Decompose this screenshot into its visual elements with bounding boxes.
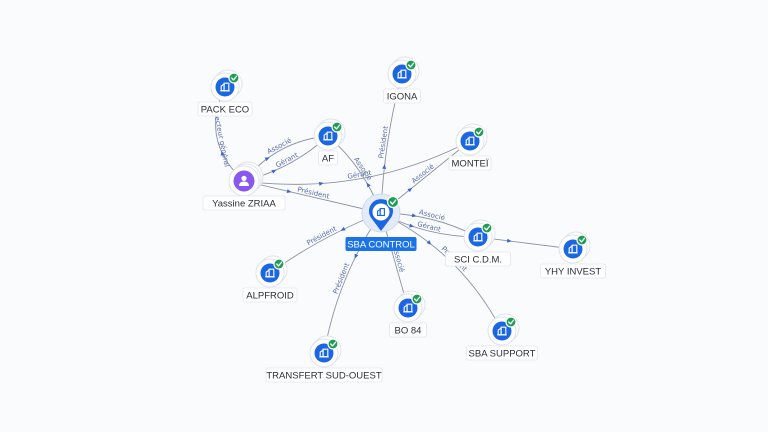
company-dot xyxy=(318,126,338,146)
building-icon xyxy=(323,131,333,141)
edge-line xyxy=(243,140,471,185)
edge-arrow xyxy=(354,253,359,259)
node-label: SBA SUPPORT xyxy=(466,345,538,361)
verified-check-icon xyxy=(327,338,339,350)
edge-arrow xyxy=(366,182,371,188)
node-label: Yassine ZRIAA xyxy=(202,195,286,211)
building-icon xyxy=(397,69,407,79)
node-label-text: YHY INVEST xyxy=(545,266,602,277)
graph-node-transfert-sud-ouest[interactable]: TRANSFERT SUD-OUEST xyxy=(265,335,383,383)
graph-node-sba-support[interactable]: SBA SUPPORT xyxy=(466,313,538,361)
node-label: SCI C.D.M. xyxy=(445,251,511,267)
company-dot xyxy=(468,227,488,247)
building-icon xyxy=(319,348,329,358)
building-icon xyxy=(465,136,475,146)
graph-node-alpfroid[interactable]: ALPFROID xyxy=(242,255,298,303)
company-dot xyxy=(460,131,480,151)
verified-check-icon xyxy=(405,59,417,71)
node-label-text: AF xyxy=(322,153,334,164)
graph-node-montei[interactable]: MONTEÏ xyxy=(448,123,492,171)
node-label-text: SBA SUPPORT xyxy=(469,348,536,359)
node-label: PACK ECO xyxy=(197,101,253,117)
verified-check-icon xyxy=(386,195,400,209)
edge-arrow xyxy=(426,240,432,245)
node-label: TRANSFERT SUD-OUEST xyxy=(265,367,383,383)
edge-label-associ: Associé xyxy=(410,162,436,185)
verified-check-icon xyxy=(331,121,343,133)
building-icon xyxy=(403,303,413,313)
verified-check-icon xyxy=(481,222,493,234)
node-label-text: ALPFROID xyxy=(246,290,294,301)
edge-arrow xyxy=(382,164,387,170)
company-dot xyxy=(392,64,412,84)
center-node-label: SBA CONTROL xyxy=(345,237,417,251)
edge-arrow xyxy=(318,181,324,186)
graph-node-center[interactable]: SBA CONTROL xyxy=(345,193,417,251)
graph-node-bo-84[interactable]: BO 84 xyxy=(389,290,427,338)
edge-arrow xyxy=(411,213,417,218)
verified-check-icon xyxy=(411,293,423,305)
company-dot xyxy=(215,77,235,97)
edge-arrow xyxy=(340,226,346,231)
company-dot xyxy=(492,321,512,341)
node-label-text: MONTEÏ xyxy=(452,158,489,169)
edge-arrow xyxy=(271,169,277,174)
node-label: IGONA xyxy=(383,88,421,104)
verified-check-icon xyxy=(505,316,517,328)
verified-check-icon xyxy=(273,258,285,270)
edge-arrow xyxy=(220,150,225,156)
building-icon xyxy=(568,244,578,254)
verified-check-icon xyxy=(576,234,588,246)
edge-label-g-rant: Gérant xyxy=(416,220,442,234)
node-label: YHY INVEST xyxy=(540,263,606,279)
building-icon xyxy=(265,268,275,278)
company-dot xyxy=(260,263,280,283)
node-label-text: PACK ECO xyxy=(201,104,249,115)
edge-label-pr-sident: Président xyxy=(305,225,338,248)
node-label: AF xyxy=(318,150,338,166)
edge-label-pr-sident: Président xyxy=(297,185,331,200)
edge-arrow xyxy=(407,187,413,193)
building-icon xyxy=(497,326,507,336)
node-label: ALPFROID xyxy=(242,287,298,303)
graph-node-yhy-invest[interactable]: YHY INVEST xyxy=(540,231,606,279)
person-icon xyxy=(239,175,249,186)
node-label-text: SBA CONTROL xyxy=(347,239,415,250)
verified-check-icon xyxy=(228,72,240,84)
verified-check-icon xyxy=(473,126,485,138)
graph-node-igona[interactable]: IGONA xyxy=(383,56,421,104)
node-label-text: IGONA xyxy=(387,91,418,102)
edge-arrow xyxy=(506,238,512,243)
company-dot xyxy=(314,343,334,363)
edge-yassine-zriaa-to-montei: Gérant xyxy=(243,140,471,186)
graph-node-af[interactable]: AF xyxy=(313,118,346,166)
graph-node-yassine-zriaa[interactable]: Yassine ZRIAA xyxy=(202,161,286,211)
node-label-text: BO 84 xyxy=(395,325,422,336)
company-dot xyxy=(398,298,418,318)
edge-arrow xyxy=(286,189,292,194)
building-icon xyxy=(377,208,385,216)
company-dot xyxy=(563,239,583,259)
node-label: MONTEÏ xyxy=(448,155,492,171)
graph-node-sci-cdm[interactable]: SCI C.D.M. xyxy=(445,219,511,267)
node-label-text: Yassine ZRIAA xyxy=(212,198,276,209)
node-label-text: TRANSFERT SUD-OUEST xyxy=(266,370,381,381)
building-icon xyxy=(473,232,483,242)
nodes-layer: PACK ECO IGONA AF MONTEÏ Yassine ZRIAA SCI C.… xyxy=(197,56,606,383)
edge-arrow xyxy=(409,223,415,228)
graph-node-pack-eco[interactable]: PACK ECO xyxy=(197,69,253,117)
edge-arrow xyxy=(264,157,270,162)
building-icon xyxy=(220,82,230,92)
node-label: BO 84 xyxy=(389,322,427,338)
node-label-text: SCI C.D.M. xyxy=(454,254,502,265)
